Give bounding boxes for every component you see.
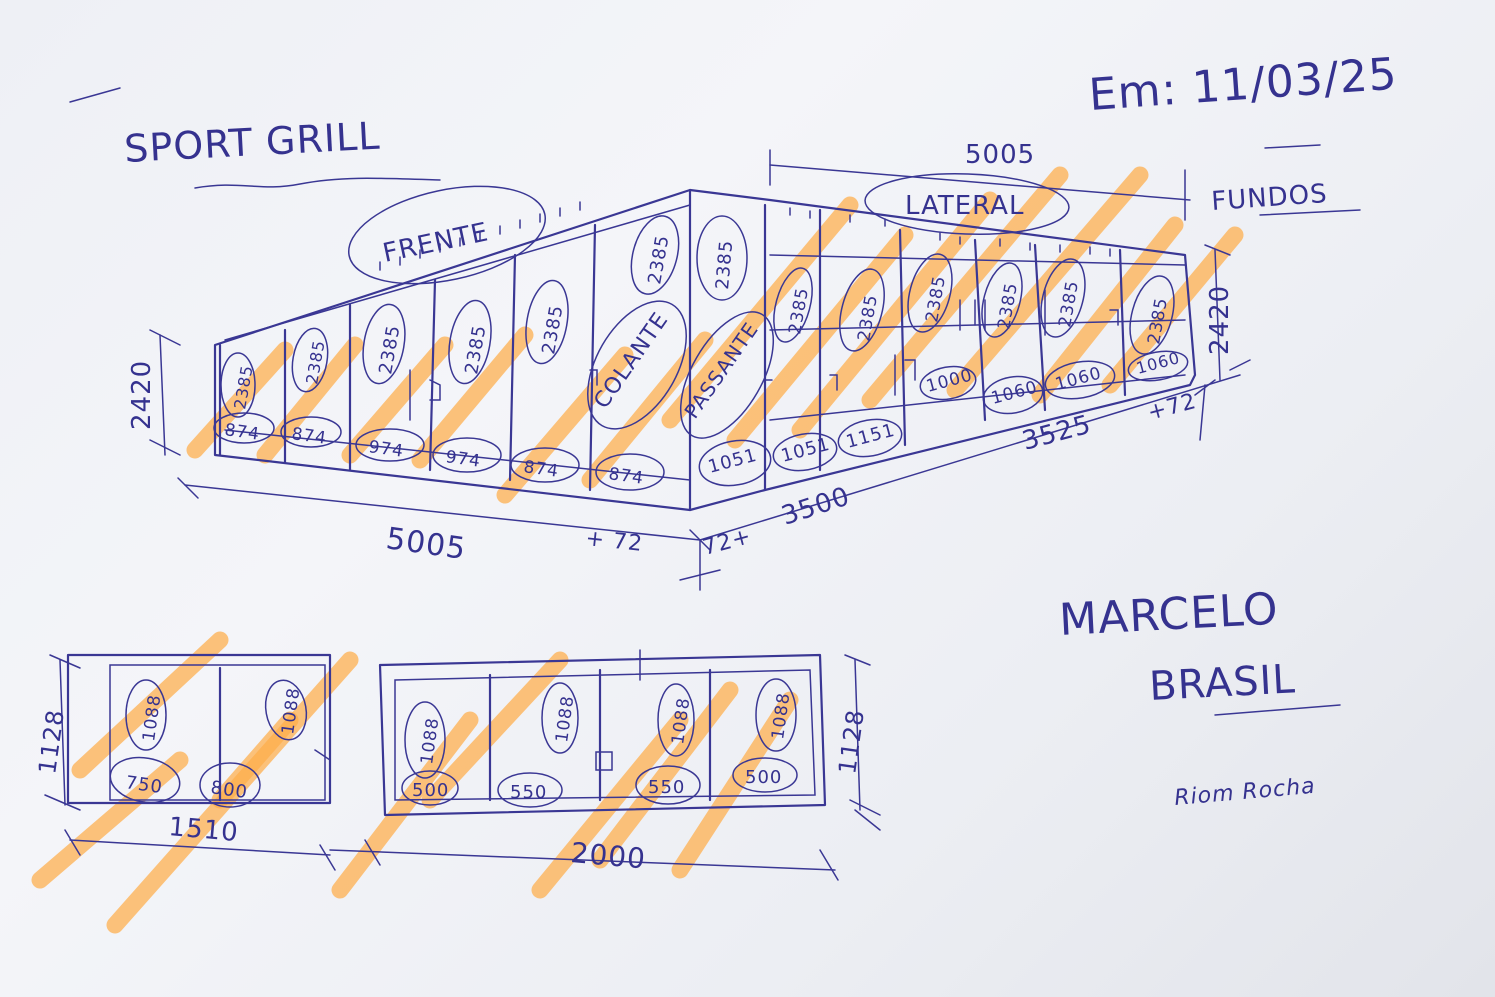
top-elevation-lines (213, 188, 1197, 512)
dimension-lines (149, 149, 1361, 591)
side-height: 2420 (1205, 285, 1235, 355)
bottom-right-unit: 1088 1088 1088 1088 500 550 550 500 1128… (329, 649, 881, 881)
br-width: 2000 (569, 836, 647, 875)
side-height-6: 2385 (1144, 296, 1172, 346)
front-width-add: + 72 (584, 526, 644, 557)
title: SPORT GRILL (123, 114, 381, 171)
br-height: 1128 (833, 707, 870, 775)
front-width-3: 974 (367, 437, 405, 462)
side-width-bottom: 3500 (778, 481, 854, 531)
author: Riom Rocha (1173, 774, 1316, 811)
bottom-left-unit: 1088 1088 750 800 1128 1510 (33, 653, 336, 871)
br-width-1: 500 (412, 780, 449, 801)
title-underline (194, 177, 441, 189)
side-right-width: 3525 (1019, 410, 1095, 457)
bl-width: 1510 (167, 812, 240, 848)
front-height-1: 2385 (230, 363, 256, 410)
front-height-3: 2385 (375, 323, 404, 376)
br-width-3: 550 (648, 777, 685, 798)
corner-mark (69, 87, 121, 103)
front-width: 5005 (384, 521, 468, 567)
label-pass: PASSANTE (679, 318, 763, 423)
front-height-4: 2385 (461, 323, 490, 376)
side-height-5: 2385 (1055, 279, 1083, 329)
front-panels: 2385 2385 2385 2385 2385 874 874 974 974… (213, 215, 748, 491)
front-width-2: 874 (290, 424, 328, 449)
signature-underline (1214, 704, 1341, 716)
br-width-4: 500 (745, 767, 782, 788)
side-width-1: 1051 (706, 445, 760, 478)
front-width-4: 974 (444, 447, 482, 472)
br-height-2: 1088 (552, 694, 578, 744)
front-width-5: 874 (522, 457, 560, 482)
front-height-5: 2385 (538, 303, 567, 356)
signature-line2: BRASIL (1148, 656, 1297, 710)
date-underline (1264, 144, 1321, 149)
corner-side-height: 2385 (712, 239, 737, 290)
side-width-top: 5005 (965, 140, 1035, 170)
bl-width-1: 750 (124, 772, 164, 798)
signature-line1: MARCELO (1058, 584, 1280, 646)
br-width-2: 550 (510, 782, 547, 803)
date: Em: 11/03/25 (1087, 49, 1399, 121)
front-height: 2420 (127, 360, 157, 430)
label-back: FUNDOS (1210, 179, 1328, 217)
label-ovals (347, 173, 1070, 439)
bl-width-2: 800 (209, 777, 249, 803)
front-width-1: 874 (223, 420, 261, 445)
br-height-4: 1088 (768, 691, 794, 741)
front-width-6: 874 (607, 464, 645, 489)
side-width-bottom-add: 72+ (700, 524, 754, 561)
label-side: LATERAL (905, 191, 1024, 221)
bl-height: 1128 (33, 707, 70, 775)
